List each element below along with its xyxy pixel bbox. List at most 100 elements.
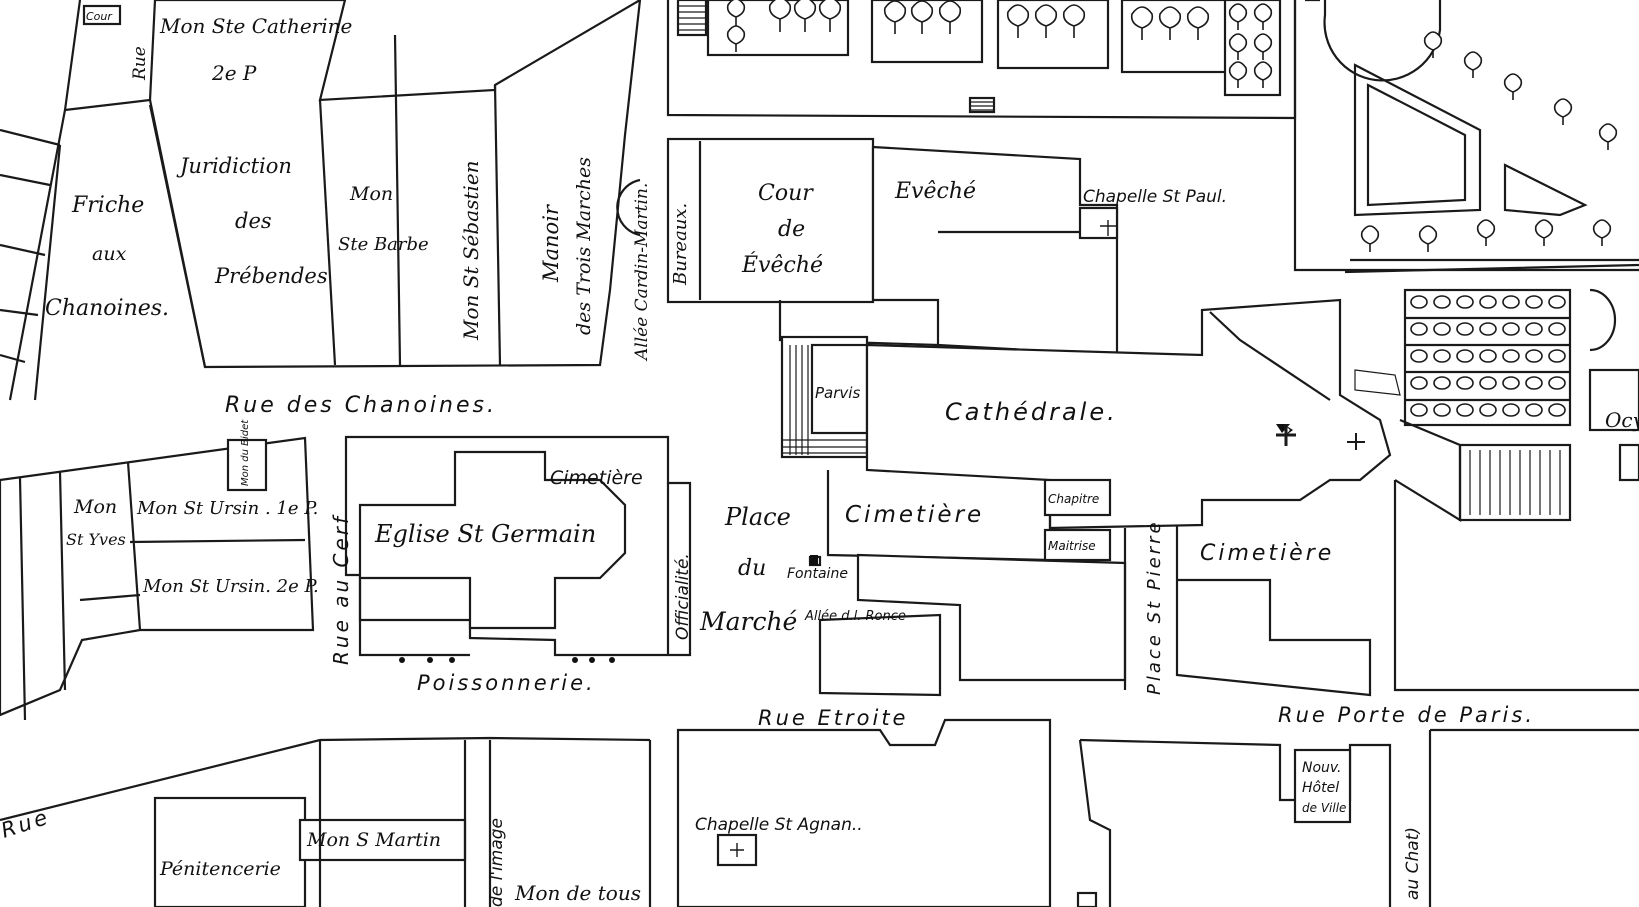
- label-rue-bottom-left: Rue: [0, 805, 53, 843]
- label-friche-aux: aux: [92, 243, 127, 265]
- label-poissonnerie: Poissonnerie.: [417, 671, 596, 695]
- label-au-chat: au Chat): [1403, 827, 1423, 900]
- parterre-tree-icon: [1479, 349, 1497, 363]
- label-rue-porte-de-paris: Rue Porte de Paris.: [1278, 703, 1535, 727]
- parterre-trees: [1410, 295, 1566, 417]
- label-ste-catherine: Mon Ste Catherine: [159, 14, 352, 38]
- parterre-tree-icon: [1456, 376, 1474, 390]
- label-chapelle-st-paul: Chapelle St Paul.: [1083, 187, 1227, 207]
- market-dots: [399, 657, 615, 663]
- label-chapelle-st-agnan: Chapelle St Agnan..: [695, 815, 863, 835]
- label-juridiction-des: des: [235, 209, 272, 233]
- parterre-tree-icon: [1456, 403, 1474, 417]
- label-du: du: [738, 556, 766, 581]
- label-allee-ronce: Allée d.l. Ronce: [804, 609, 906, 624]
- label-rue-au-cerf: Rue au Cerf: [329, 514, 353, 665]
- parterre-tree-icon: [1479, 376, 1497, 390]
- parterre-tree-icon: [1479, 295, 1497, 309]
- parterre-tree-icon: [1548, 322, 1566, 336]
- label-st-yves: St Yves: [66, 530, 126, 549]
- label-ocy: Ocy: [1605, 408, 1639, 432]
- label-rue-etroite: Rue Etroite: [758, 706, 908, 730]
- parterre-tree-icon: [1502, 322, 1520, 336]
- label-manoir: Manoir: [539, 203, 563, 283]
- label-fontaine: Fontaine: [787, 566, 848, 582]
- parterre-tree-icon: [1456, 322, 1474, 336]
- label-officialite: Officialité.: [673, 553, 693, 640]
- map-labels: Cour Mon Ste Catherine 2e P Rue Juridict…: [0, 10, 1639, 907]
- parterre-tree-icon: [1410, 376, 1428, 390]
- label-bidet: Mon du Bidet: [240, 419, 251, 486]
- parterre-tree-icon: [1433, 376, 1451, 390]
- label-maitrise: Maitrise: [1048, 539, 1096, 553]
- parterre-tree-icon: [1548, 403, 1566, 417]
- label-friche-chanoines: Chanoines.: [45, 296, 169, 321]
- parterre-tree-icon: [1502, 403, 1520, 417]
- label-image: de l'image: [487, 818, 507, 907]
- parterre-tree-icon: [1433, 322, 1451, 336]
- label-juridiction: Juridiction: [176, 154, 292, 178]
- parterre-tree-icon: [1502, 295, 1520, 309]
- label-ste-barbe-mon: Mon: [349, 183, 393, 205]
- label-marche: Marché: [699, 607, 798, 636]
- cross-icon: [730, 220, 1365, 857]
- label-st-ursin-1p: Mon St Ursin . 1e P.: [136, 498, 318, 519]
- label-eglise-st-germain: Eglise St Germain: [374, 520, 596, 548]
- label-trois-marches: des Trois Marches: [573, 157, 595, 335]
- parterre-tree-icon: [1548, 376, 1566, 390]
- label-st-yves-mon: Mon: [73, 496, 117, 518]
- label-cathedrale: Cathédrale.: [945, 398, 1118, 426]
- label-parvis: Parvis: [815, 384, 860, 402]
- parterre-tree-icon: [1548, 349, 1566, 363]
- trees: [726, 0, 1618, 417]
- label-allee-cardin: Allée Cardin-Martin.: [632, 183, 652, 362]
- label-de-ville: de Ville: [1302, 801, 1346, 815]
- label-chapitre: Chapitre: [1048, 492, 1099, 506]
- label-ste-catherine-2p: 2e P: [211, 61, 257, 85]
- fountain-icon: [810, 555, 818, 565]
- label-mon-de-tous: Mon de tous: [514, 881, 641, 905]
- parterre-tree-icon: [1479, 322, 1497, 336]
- parterre-tree-icon: [1525, 322, 1543, 336]
- parterre-tree-icon: [1525, 376, 1543, 390]
- label-st-sebastien: Mon St Sébastien: [459, 160, 483, 341]
- label-penitencerie: Pénitencerie: [159, 858, 281, 880]
- parterre-tree-icon: [1410, 322, 1428, 336]
- label-friche: Friche: [71, 193, 144, 218]
- label-cimetiere-cathedrale: Cimetière: [845, 502, 984, 528]
- label-nouv: Nouv.: [1302, 760, 1342, 776]
- tree-icon: [726, 0, 1618, 252]
- label-cimetiere-germain: Cimetière: [550, 467, 643, 489]
- parterre-tree-icon: [1410, 403, 1428, 417]
- label-prebendes: Prébendes: [214, 264, 328, 288]
- parterre-tree-icon: [1433, 403, 1451, 417]
- parterre-tree-icon: [1479, 403, 1497, 417]
- parterre-tree-icon: [1525, 295, 1543, 309]
- label-cour-eveche-2: de: [778, 217, 805, 242]
- label-cimetiere-right: Cimetière: [1200, 541, 1334, 566]
- label-place: Place: [724, 503, 791, 531]
- label-hotel: Hôtel: [1302, 780, 1339, 796]
- label-cour-eveche-1: Cour: [758, 181, 814, 206]
- label-cour-eveche-3: Évêché: [741, 251, 823, 278]
- label-rue-top: Rue: [130, 46, 150, 81]
- parterre-tree-icon: [1410, 349, 1428, 363]
- parterre-tree-icon: [1548, 295, 1566, 309]
- parterre-tree-icon: [1456, 349, 1474, 363]
- label-st-ursin-2p: Mon St Ursin. 2e P.: [142, 576, 319, 597]
- parterre-tree-icon: [1456, 295, 1474, 309]
- parterre-tree-icon: [1502, 349, 1520, 363]
- label-place-st-pierre: Place St Pierre: [1144, 519, 1165, 695]
- label-mon-s-martin: Mon S Martin: [306, 829, 441, 851]
- label-rue-des-chanoines: Rue des Chanoines.: [225, 393, 497, 418]
- parterre-tree-icon: [1525, 403, 1543, 417]
- parterre-tree-icon: [1433, 295, 1451, 309]
- label-cour: Cour: [86, 10, 113, 23]
- parterre-tree-icon: [1525, 349, 1543, 363]
- label-ste-barbe: Ste Barbe: [338, 234, 429, 255]
- label-bureaux: Bureaux.: [670, 203, 691, 286]
- parterre-tree-icon: [1410, 295, 1428, 309]
- label-eveche: Evêché: [894, 179, 976, 204]
